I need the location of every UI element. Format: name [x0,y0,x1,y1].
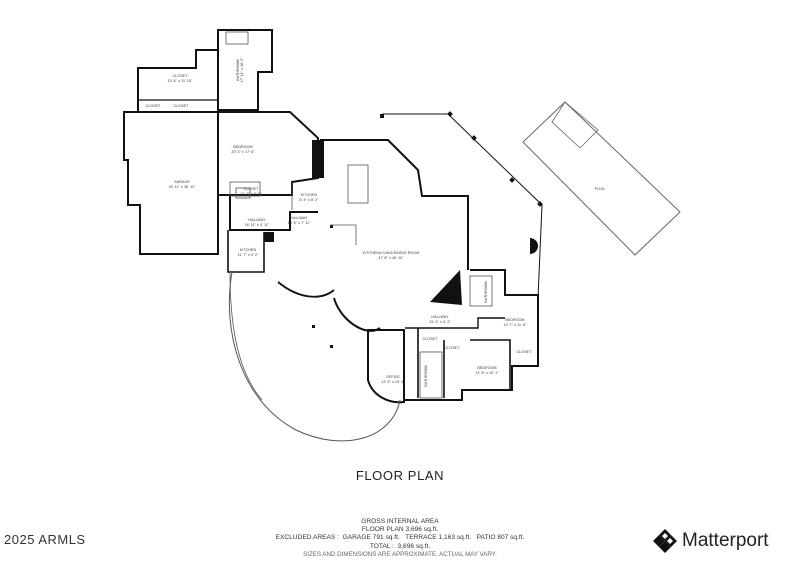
wall-closets-mid [417,328,445,398]
summary-excluded: EXCLUDED AREAS : GARAGE 791 sq.ft. TERRA… [275,534,525,542]
post-8 [330,345,333,348]
room-label-bedroom-2: BEDROOM [505,318,524,322]
wall-bedroom-3 [470,339,511,390]
wall-bathroom-1 [217,29,273,111]
bath-fixture [225,31,249,45]
room-dim-kitchen: 11' 7" x 9' 2" [238,253,259,257]
room-label-office: OFFICE [386,375,400,379]
room-label-hallway-2: HALLWAY [248,218,266,222]
counter-line [330,224,357,245]
post-1 [380,114,384,118]
room-label-bathroom-1: BATHROOM [236,59,240,80]
post-2 [447,111,453,117]
kitchen-island [347,164,369,204]
room-label-garage: GARAGE [174,180,190,184]
patio-curve [228,271,401,442]
bath-3-box [419,351,443,399]
room-dim-hallway-3: 31' 6" x 4' 3" [429,320,451,324]
room-label-great-room: KITCHEN/LIVING/DINING ROOM [363,251,420,255]
room-label-closet-4: CLOSET [244,187,260,191]
room-label-closet-3: CLOSET [174,104,190,108]
wall-dining-curve [333,297,381,332]
wall-great-room-north [320,139,469,270]
wall-garage [123,111,219,255]
room-label-bedroom-1: BEDROOM [233,145,252,149]
floor-plan-drawing: CLOSET 10' 6" x 11' 10" CLOSET CLOSET BA… [123,29,681,442]
room-label-closet-5: CLOSET [517,350,533,354]
room-dim-kitchen-small: 6' 4" x 8' 2" [299,198,319,202]
room-dim-office: 12' 5" x 10' 3" [381,380,405,384]
room-label-bedroom-3: BEDROOM [477,366,496,370]
column-round [530,238,538,254]
room-dim-closet-1: 10' 6" x 11' 10" [167,79,193,83]
wall-office [367,329,405,404]
closet-box-small [235,187,251,199]
room-label-hallway-3: HALLWAY [431,315,449,319]
post-5 [537,201,543,207]
fireplace-2 [430,270,462,305]
copyright-text: 2025 ARMLS [4,532,86,547]
summary-note: SIZES AND DIMENSIONS ARE APPROXIMATE, AC… [303,550,497,558]
brand-logo: Matterport [652,528,769,554]
room-label-pool: POOL [595,187,605,191]
wall-bedroom-wing [404,269,539,401]
room-dim-great-room: 47' 8" x 48' 10" [378,256,404,260]
post-6 [330,225,333,228]
kitchen-wall-block [264,232,274,242]
room-label-kitchen: KITCHEN [240,248,257,252]
room-label-hallway-1: HALLWAY [290,216,308,220]
room-label-closet-6: CLOSET [423,337,439,341]
room-label-bathroom-2: BATHROOM [484,281,488,302]
wall-hallway [229,195,318,231]
summary-heading: GROSS INTERNAL AREA [361,518,439,525]
matterport-logo-icon [653,529,677,553]
summary-floor-plan: FLOOR PLAN 3,696 sq.ft. [361,526,439,534]
room-dim-garage: 25' 11" x 36' 11" [169,185,196,189]
room-dim-bedroom-2: 13' 7" x 11' 6" [504,323,528,327]
room-label-closet-2: CLOSET [146,104,162,108]
bath-2-box [469,275,493,307]
room-dim-bedroom-1: 20' 3" x 17' 6" [231,150,255,154]
summary-total: TOTAL : 3,696 sq.ft. [369,542,431,550]
post-7 [312,325,315,328]
room-label-closet-1: CLOSET [173,74,189,78]
room-dim-hallway-2: 16' 11" x 4' 11" [245,223,270,227]
floor-plan-title: FLOOR PLAN [355,468,445,483]
terrace-edge [382,113,543,299]
room-dim-bathroom-1: 17' 11" x 16' 3" [240,57,244,83]
room-label-kitchen-small: KITCHEN [301,193,318,197]
post-3 [471,135,477,141]
room-dim-bedroom-3: 12' 8" x 10' 1" [475,371,499,375]
wall-bedroom-1 [218,111,319,196]
pool [522,101,681,256]
wall-hallway-3 [405,317,505,329]
wall-kitchen [227,230,265,273]
room-dim-closet-4: 11' 7" x 6' 6" [241,192,262,196]
area-summary: GROSS INTERNAL AREA FLOOR PLAN 3,696 sq.… [0,518,800,559]
room-label-bathroom-3: BATHROOM [424,365,428,386]
brand-name: Matterport [682,530,769,551]
closet-4-box [229,181,261,197]
room-dim-hallway-1: 13' 5" x 7' 11" [288,221,312,225]
wall-great-room-bottom [277,281,335,298]
room-label-closet-7: CLOSET [445,346,461,350]
patio-curve-inner [229,271,263,401]
fireplace-1 [312,140,324,178]
post-4 [509,177,515,183]
